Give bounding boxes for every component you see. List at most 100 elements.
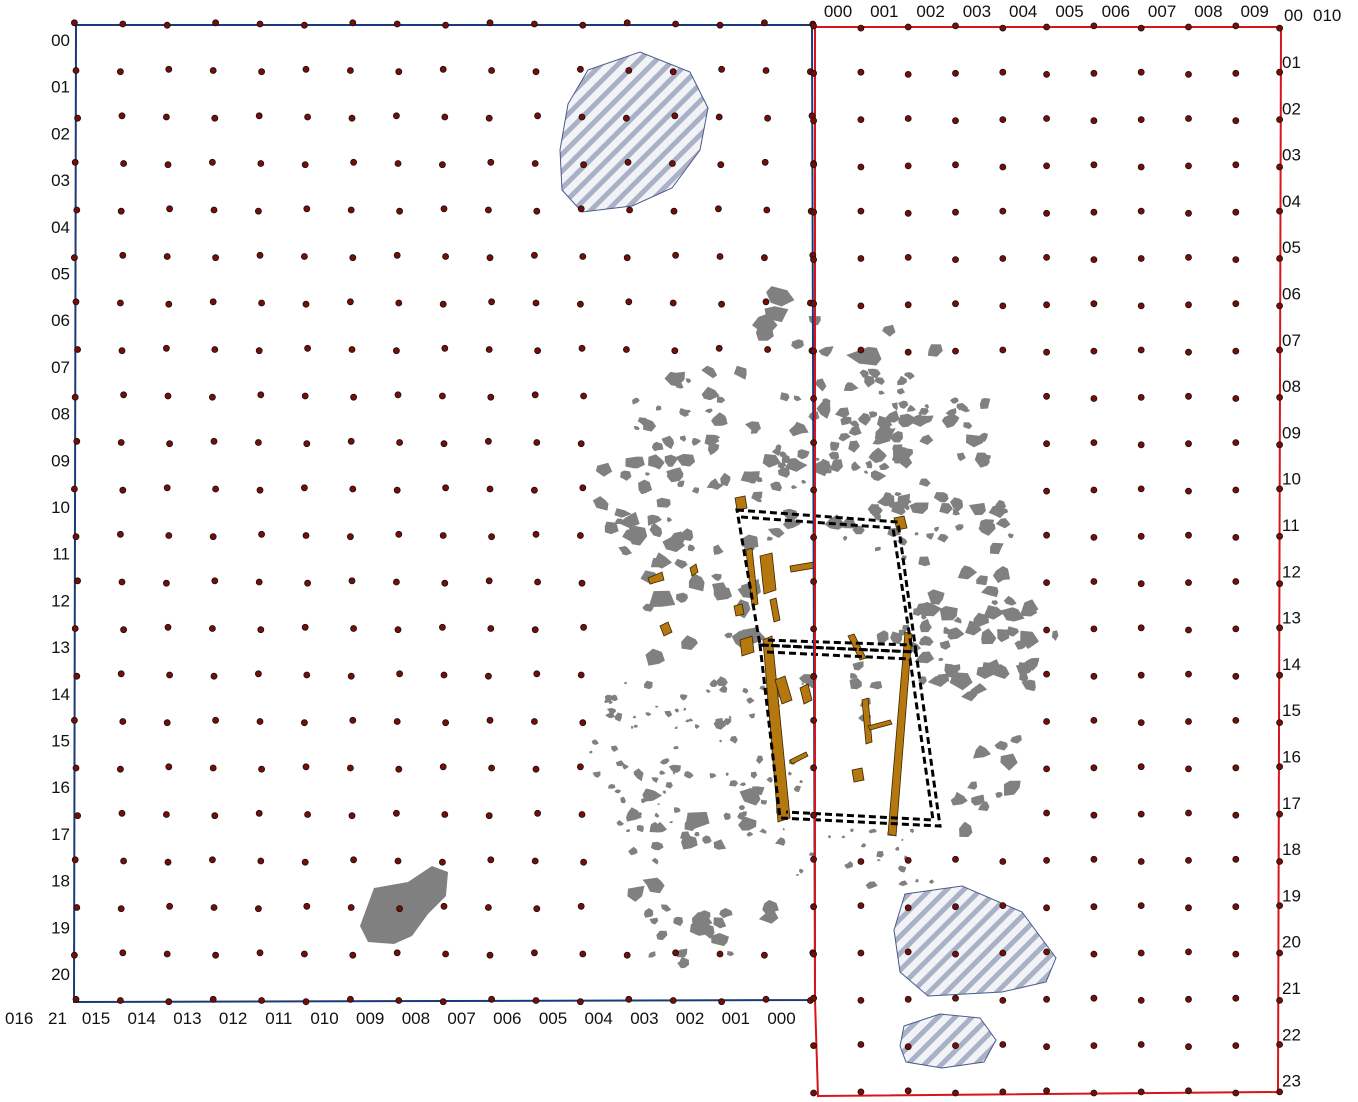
stone [1020, 599, 1039, 617]
grid-label: 16 [51, 778, 70, 797]
grid-point [533, 207, 541, 215]
stone [651, 441, 664, 452]
stone [901, 838, 904, 842]
grid-point [1090, 534, 1098, 541]
grid-label: 15 [1282, 701, 1301, 720]
grid-point [1276, 719, 1283, 726]
grid-point [396, 905, 404, 913]
grid-point [577, 205, 585, 213]
grid-point [438, 858, 446, 866]
wood-fragment [689, 563, 699, 577]
stone [666, 517, 673, 523]
stone [978, 521, 996, 536]
grid-point [257, 626, 265, 634]
stone [655, 405, 662, 411]
grid-label: 09 [51, 451, 70, 470]
grid-point [577, 532, 584, 539]
grid-point [119, 251, 127, 259]
grid-point [623, 114, 630, 122]
stone [788, 421, 809, 437]
grid-label: 004 [1009, 2, 1037, 21]
grid-point [672, 949, 679, 957]
grid-label: 009 [356, 1009, 384, 1028]
grid-point [810, 855, 817, 863]
stone [882, 324, 896, 337]
grid-point [211, 812, 219, 820]
stone [801, 479, 807, 484]
stone [891, 402, 898, 411]
stone [924, 404, 930, 409]
grid-point [118, 809, 126, 817]
stone [685, 811, 710, 829]
grid-point [1137, 997, 1145, 1004]
grid-point [1276, 858, 1283, 865]
grid-point [1137, 393, 1145, 401]
grid-point [1185, 392, 1192, 400]
grid-label: 01 [51, 78, 70, 97]
stone [661, 435, 675, 450]
grid-point [531, 486, 538, 494]
grid-point [209, 67, 217, 74]
stone [890, 631, 903, 645]
grid-point [209, 298, 217, 306]
stone [766, 536, 773, 541]
grid-point [1232, 208, 1240, 216]
grid-point [74, 812, 81, 820]
grid-point [1185, 253, 1192, 261]
stone [878, 390, 885, 395]
grid-point [393, 251, 401, 259]
grid-point [162, 344, 170, 352]
grid-point [163, 484, 171, 492]
stone [668, 764, 681, 773]
stone [679, 435, 687, 442]
grid-point [166, 440, 174, 448]
grid-label: 05 [1282, 238, 1301, 257]
grid-point [952, 903, 959, 911]
grid-point [999, 949, 1007, 957]
stone [697, 910, 711, 922]
grid-point [438, 392, 446, 400]
grid-point [669, 68, 677, 76]
stone [751, 491, 763, 502]
stone [775, 444, 782, 451]
grid-label: 21 [1282, 979, 1301, 998]
grid-point [1276, 163, 1283, 171]
grid-point [258, 68, 266, 76]
stone [947, 627, 965, 640]
stone [912, 608, 924, 616]
stone [897, 493, 911, 507]
grid-point [439, 998, 447, 1006]
grid-point [71, 625, 79, 632]
grid-point [1276, 302, 1283, 310]
grid-label: 02 [51, 124, 70, 143]
grid-point [716, 950, 724, 958]
grid-point [904, 995, 912, 1003]
stone [915, 879, 919, 883]
grid-point [72, 995, 80, 1003]
posthole-outline-lower [758, 643, 942, 828]
grid-point [810, 950, 817, 958]
grid-point [212, 951, 220, 959]
grid-point [1276, 1088, 1283, 1096]
grid-point [349, 254, 357, 262]
grid-point [1090, 439, 1098, 447]
grid-point [74, 346, 81, 353]
grid-label: 17 [51, 825, 70, 844]
grid-point [1185, 209, 1192, 217]
grid-point [117, 670, 125, 678]
stone [669, 820, 673, 824]
grid-label: 00 [1284, 6, 1303, 25]
grid-point [577, 998, 584, 1006]
grid-point [1185, 162, 1192, 170]
grid-point [810, 208, 817, 216]
wood-fragment [759, 552, 777, 595]
stone [660, 904, 672, 912]
stone [611, 745, 619, 752]
grid-point [347, 672, 355, 680]
stone [992, 566, 1011, 584]
grid-point [442, 719, 450, 727]
grid-point [210, 672, 218, 680]
stone [878, 462, 890, 471]
grid-point [1276, 255, 1283, 262]
grid-point [534, 809, 541, 817]
